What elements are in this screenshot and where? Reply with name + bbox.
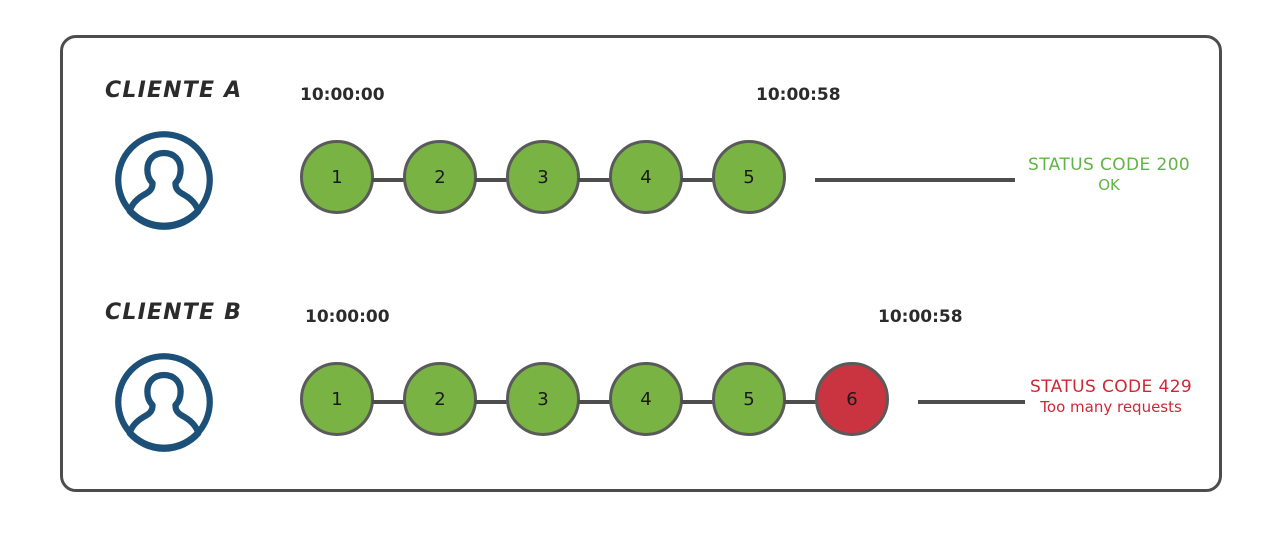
timestamp-cliente-b-1: 10:00:58 bbox=[878, 307, 963, 327]
status-connector-cliente-a bbox=[815, 178, 1015, 182]
chain-connector bbox=[681, 178, 714, 182]
chain-connector bbox=[475, 400, 508, 404]
chain-connector bbox=[784, 400, 817, 404]
request-node-cliente-b-4[interactable]: 4 bbox=[609, 362, 683, 436]
request-node-cliente-a-2[interactable]: 2 bbox=[403, 140, 477, 214]
timestamp-cliente-b-0: 10:00:00 bbox=[305, 307, 390, 327]
user-avatar-icon bbox=[112, 128, 216, 232]
request-node-cliente-b-1[interactable]: 1 bbox=[300, 362, 374, 436]
status-code-cliente-a: STATUS CODE 200 bbox=[1028, 155, 1191, 175]
chain-connector bbox=[372, 178, 405, 182]
status-code-cliente-b: STATUS CODE 429 bbox=[1030, 377, 1193, 397]
chain-connector bbox=[372, 400, 405, 404]
request-node-cliente-b-6[interactable]: 6 bbox=[815, 362, 889, 436]
timestamp-cliente-a-1: 10:00:58 bbox=[756, 85, 841, 105]
chain-connector bbox=[578, 178, 611, 182]
request-node-cliente-b-3[interactable]: 3 bbox=[506, 362, 580, 436]
request-node-cliente-a-1[interactable]: 1 bbox=[300, 140, 374, 214]
request-node-cliente-a-4[interactable]: 4 bbox=[609, 140, 683, 214]
timestamp-cliente-a-0: 10:00:00 bbox=[300, 85, 385, 105]
chain-connector bbox=[578, 400, 611, 404]
chain-connector bbox=[475, 178, 508, 182]
client-label-cliente-b: CLIENTE B bbox=[105, 300, 243, 325]
diagram-frame bbox=[60, 35, 1222, 492]
chain-connector bbox=[681, 400, 714, 404]
client-label-cliente-a: CLIENTE A bbox=[105, 78, 243, 103]
status-detail-cliente-b: Too many requests bbox=[1040, 397, 1182, 416]
request-node-cliente-a-5[interactable]: 5 bbox=[712, 140, 786, 214]
request-node-cliente-a-3[interactable]: 3 bbox=[506, 140, 580, 214]
request-node-cliente-b-2[interactable]: 2 bbox=[403, 362, 477, 436]
status-detail-cliente-a: OK bbox=[1098, 175, 1120, 194]
request-node-cliente-b-5[interactable]: 5 bbox=[712, 362, 786, 436]
user-avatar-icon bbox=[112, 350, 216, 454]
status-connector-cliente-b bbox=[918, 400, 1025, 404]
